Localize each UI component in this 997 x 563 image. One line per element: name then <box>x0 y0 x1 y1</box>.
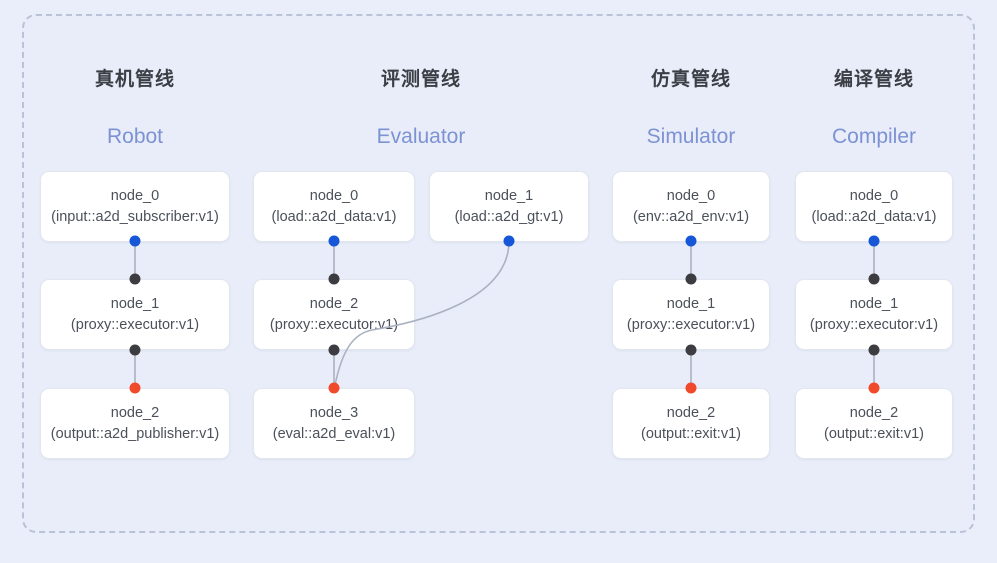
node-compiler-0[interactable]: node_0 (load::a2d_data:v1) <box>795 171 953 242</box>
node-spec: (proxy::executor:v1) <box>70 316 200 333</box>
node-spec: (output::a2d_publisher:v1) <box>50 425 220 442</box>
node-name: node_0 <box>309 187 359 204</box>
port-input-compiler-1[interactable] <box>868 273 880 285</box>
column-title-cn-compiler: 编译管线 <box>833 69 914 90</box>
column-title-cn-robot: 真机管线 <box>94 69 175 90</box>
node-name: node_2 <box>309 295 359 312</box>
node-spec: (output::exit:v1) <box>641 425 741 442</box>
port-input-simulator-1[interactable] <box>685 273 697 285</box>
node-name: node_1 <box>666 295 716 312</box>
node-evaluator-0[interactable]: node_0 (load::a2d_data:v1) <box>253 171 415 242</box>
node-spec: (eval::a2d_eval:v1) <box>272 425 396 442</box>
port-input-robot-1[interactable] <box>129 273 141 285</box>
node-compiler-1[interactable]: node_1 (proxy::executor:v1) <box>795 279 953 350</box>
column-title-en-compiler: Compiler <box>831 125 917 148</box>
port-input-simulator-2[interactable] <box>685 382 697 394</box>
node-robot-0[interactable]: node_0 (input::a2d_subscriber:v1) <box>40 171 230 242</box>
node-robot-1[interactable]: node_1 (proxy::executor:v1) <box>40 279 230 350</box>
port-output-evaluator-1-gt[interactable] <box>503 235 515 247</box>
node-evaluator-2[interactable]: node_2 (proxy::executor:v1) <box>253 279 415 350</box>
node-name: node_2 <box>666 404 716 421</box>
node-evaluator-3[interactable]: node_3 (eval::a2d_eval:v1) <box>253 388 415 459</box>
port-input-robot-2[interactable] <box>129 382 141 394</box>
port-output-robot-0[interactable] <box>129 235 141 247</box>
column-title-en-robot: Robot <box>106 125 164 148</box>
node-name: node_1 <box>484 187 534 204</box>
node-name: node_2 <box>849 404 899 421</box>
node-name: node_2 <box>110 404 160 421</box>
node-spec: (output::exit:v1) <box>824 425 924 442</box>
port-input-evaluator-3[interactable] <box>328 382 340 394</box>
port-output-compiler-0[interactable] <box>868 235 880 247</box>
node-compiler-2[interactable]: node_2 (output::exit:v1) <box>795 388 953 459</box>
node-name: node_0 <box>849 187 899 204</box>
node-name: node_0 <box>666 187 716 204</box>
node-simulator-1[interactable]: node_1 (proxy::executor:v1) <box>612 279 770 350</box>
column-title-en-simulator: Simulator <box>646 125 736 148</box>
node-spec: (input::a2d_subscriber:v1) <box>51 208 219 225</box>
node-simulator-0[interactable]: node_0 (env::a2d_env:v1) <box>612 171 770 242</box>
node-spec: (env::a2d_env:v1) <box>632 208 750 225</box>
node-spec: (proxy::executor:v1) <box>626 316 756 333</box>
node-name: node_1 <box>849 295 899 312</box>
node-spec: (proxy::executor:v1) <box>809 316 939 333</box>
port-output-simulator-1[interactable] <box>685 344 697 356</box>
port-output-evaluator-2[interactable] <box>328 344 340 356</box>
node-name: node_3 <box>309 404 359 421</box>
node-robot-2[interactable]: node_2 (output::a2d_publisher:v1) <box>40 388 230 459</box>
column-title-en-evaluator: Evaluator <box>376 125 466 148</box>
node-spec: (proxy::executor:v1) <box>269 316 399 333</box>
port-input-compiler-2[interactable] <box>868 382 880 394</box>
node-evaluator-1-gt[interactable]: node_1 (load::a2d_gt:v1) <box>429 171 589 242</box>
node-spec: (load::a2d_data:v1) <box>811 208 937 225</box>
port-input-evaluator-2[interactable] <box>328 273 340 285</box>
port-output-simulator-0[interactable] <box>685 235 697 247</box>
node-name: node_1 <box>110 295 160 312</box>
port-output-evaluator-0[interactable] <box>328 235 340 247</box>
node-simulator-2[interactable]: node_2 (output::exit:v1) <box>612 388 770 459</box>
node-spec: (load::a2d_data:v1) <box>271 208 397 225</box>
port-output-robot-1[interactable] <box>129 344 141 356</box>
column-title-cn-evaluator: 评测管线 <box>380 69 461 90</box>
column-title-cn-simulator: 仿真管线 <box>650 69 731 90</box>
node-spec: (load::a2d_gt:v1) <box>454 208 564 225</box>
node-name: node_0 <box>110 187 160 204</box>
port-output-compiler-1[interactable] <box>868 344 880 356</box>
